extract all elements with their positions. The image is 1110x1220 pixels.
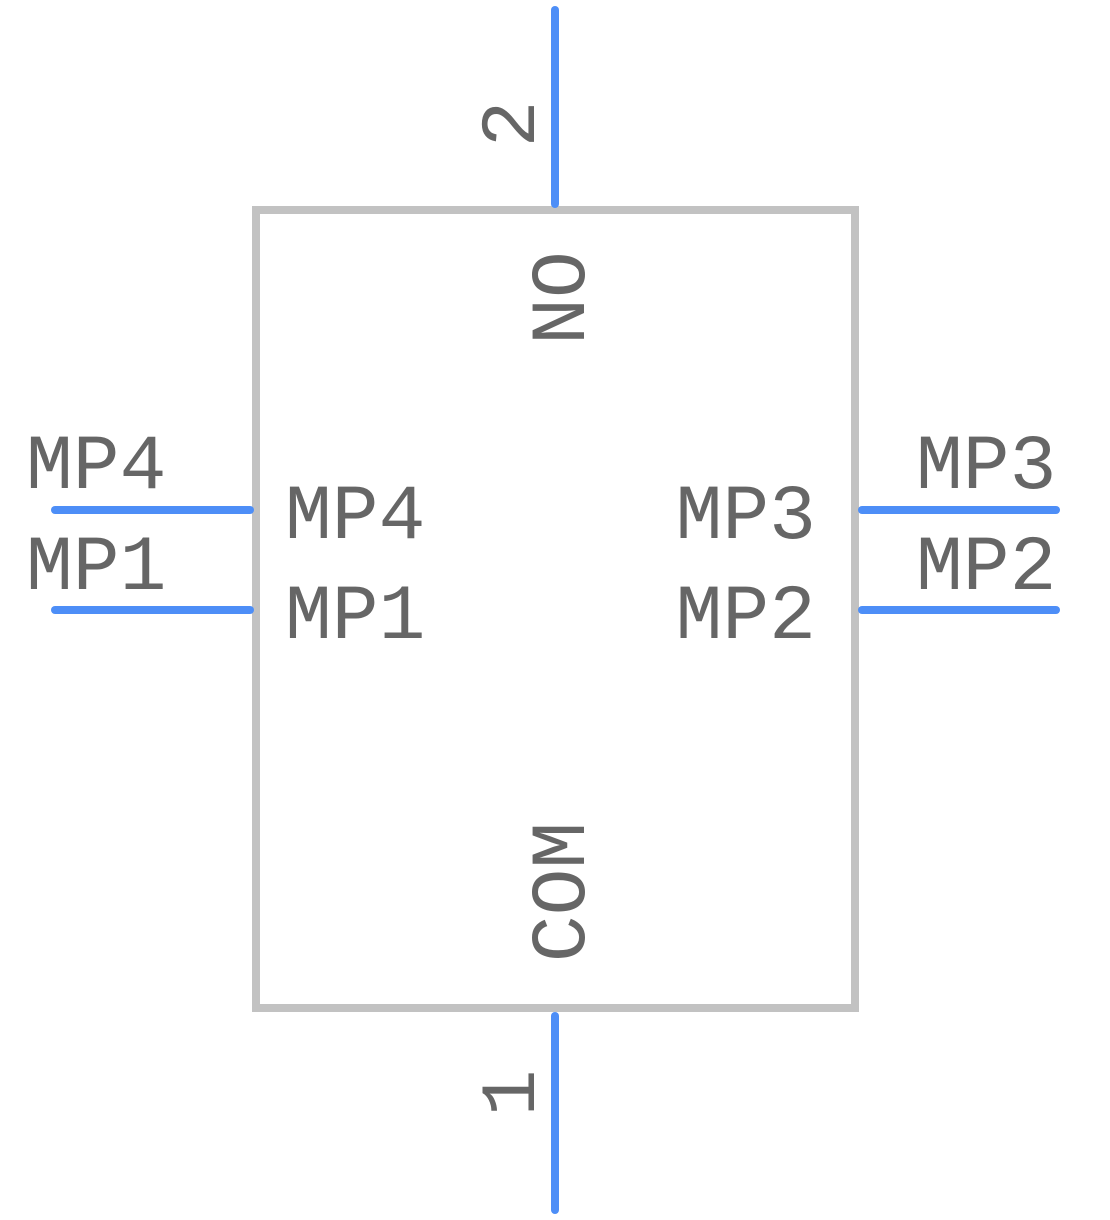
pin-no-number: 2 [470, 101, 558, 148]
pin-no-name: NO [520, 251, 608, 345]
pin-mp2-number: MP2 [916, 525, 1056, 613]
pin-com-name: COM [520, 822, 608, 962]
component-body [252, 206, 859, 1012]
pin-mp2-name: MP2 [676, 574, 816, 662]
pin-mp1-name: MP1 [285, 574, 425, 662]
pin-mp3-name: MP3 [676, 474, 816, 562]
pin-mp4-number: MP4 [26, 424, 166, 512]
pin-mp1-number: MP1 [26, 525, 166, 613]
pin-mp4-name: MP4 [285, 474, 425, 562]
pin-mp3-number: MP3 [916, 424, 1056, 512]
pin-com-number: 1 [470, 1070, 558, 1117]
